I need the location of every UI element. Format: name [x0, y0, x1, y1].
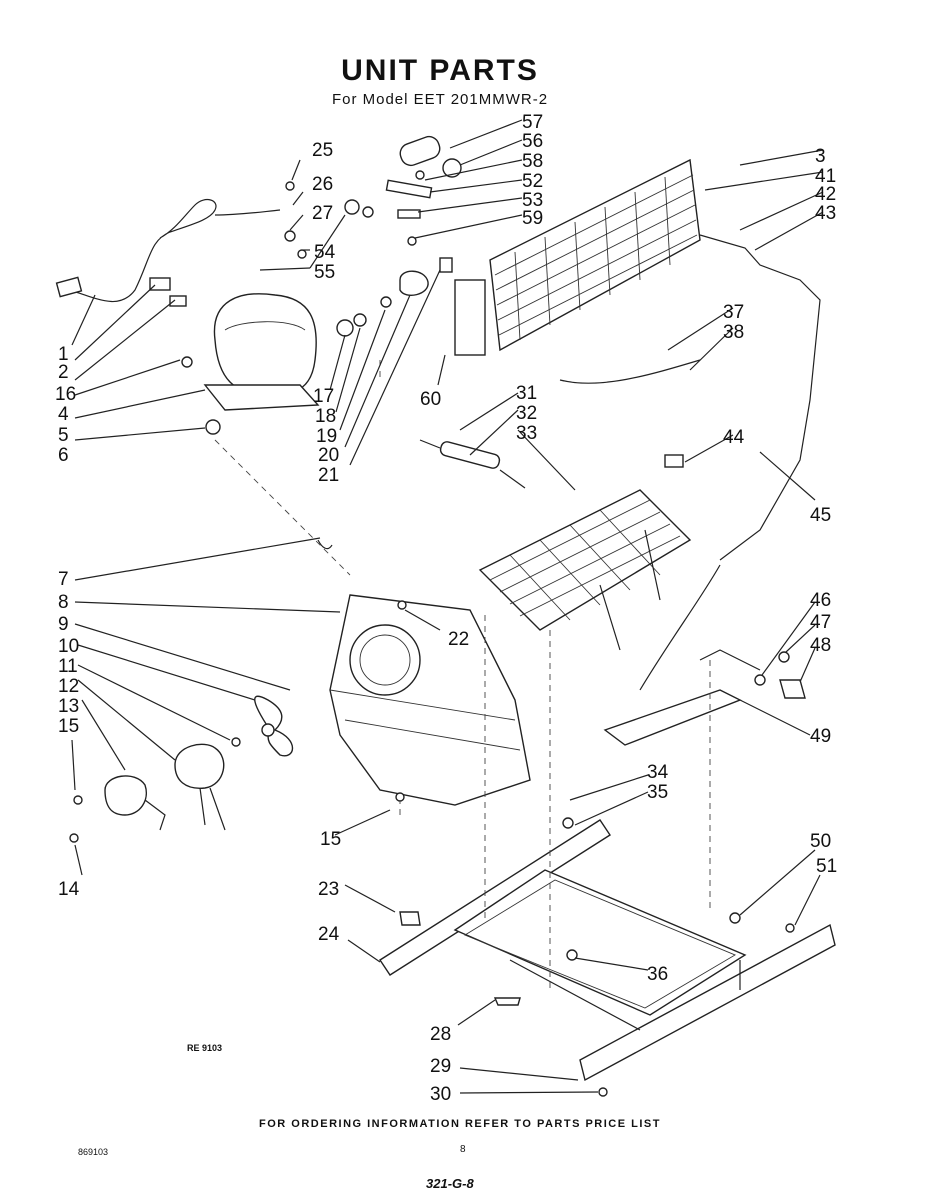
model-subtitle: For Model EET 201MMWR-2 [331, 91, 549, 108]
part-label-52: 52 [522, 171, 543, 192]
part-label-48: 48 [810, 635, 831, 656]
part-label-21: 21 [318, 465, 339, 486]
drawing-code: RE 9103 [187, 1043, 223, 1053]
part-label-32: 32 [516, 403, 537, 424]
part-label-34: 34 [647, 762, 669, 783]
part-label-4: 4 [58, 404, 69, 425]
part-label-47: 47 [810, 612, 831, 633]
part-label-10: 10 [58, 636, 79, 657]
part-label-59: 59 [522, 208, 543, 229]
part-label-50: 50 [810, 831, 831, 852]
part-label-26: 26 [312, 174, 333, 195]
part-label-16: 16 [55, 384, 76, 405]
ordering-note: FOR ORDERING INFORMATION REFER TO PARTS … [259, 1118, 661, 1130]
part-label-30: 30 [430, 1084, 451, 1105]
part-label-43: 43 [815, 203, 836, 224]
part-label-14: 14 [58, 879, 80, 900]
part-label-1: 1 [58, 344, 69, 365]
part-label-18: 18 [315, 406, 336, 427]
part-label-36: 36 [647, 964, 668, 985]
part-label-2: 2 [58, 362, 69, 383]
part-label-49: 49 [810, 726, 831, 747]
part-label-22: 22 [448, 629, 469, 650]
part-label-9: 9 [58, 614, 69, 635]
part-label-51: 51 [816, 856, 837, 877]
part-label-7: 7 [58, 569, 69, 590]
part-label-29: 29 [430, 1056, 451, 1077]
part-label-60: 60 [420, 389, 441, 410]
part-label-53: 53 [522, 190, 543, 211]
part-label-58: 58 [522, 151, 543, 172]
handwritten-note: 321-G-8 [426, 1176, 474, 1191]
page-number: 8 [460, 1144, 466, 1155]
part-label-8: 8 [58, 592, 69, 613]
part-label-15-plate: 15 [320, 829, 341, 850]
part-label-20: 20 [318, 445, 339, 466]
part-label-17: 17 [313, 386, 334, 407]
part-label-5: 5 [58, 425, 69, 446]
part-label-27: 27 [312, 203, 333, 224]
part-label-41: 41 [815, 166, 836, 187]
part-label-28: 28 [430, 1024, 451, 1045]
part-label-23: 23 [318, 879, 339, 900]
leader-lines [71, 119, 824, 1094]
part-label-31: 31 [516, 383, 537, 404]
part-label-42: 42 [815, 184, 836, 205]
part-label-38: 38 [723, 322, 744, 343]
part-label-35: 35 [647, 782, 668, 803]
document-number: 869103 [78, 1147, 109, 1157]
part-label-44: 44 [723, 427, 745, 448]
part-label-33: 33 [516, 423, 537, 444]
part-label-56: 56 [522, 131, 543, 152]
part-label-11: 11 [58, 656, 78, 677]
drawing-artwork [55, 135, 836, 1097]
part-label-12: 12 [58, 676, 79, 697]
part-label-6: 6 [58, 445, 69, 466]
part-label-54: 54 [314, 242, 336, 263]
part-label-46: 46 [810, 590, 831, 611]
part-label-13: 13 [58, 696, 79, 717]
part-label-57: 57 [522, 112, 543, 133]
part-label-19: 19 [316, 426, 337, 447]
page-title: UNIT PARTS [341, 54, 539, 87]
part-label-15-motor: 15 [58, 716, 79, 737]
part-label-55: 55 [314, 262, 335, 283]
part-labels: 1 2 3 4 5 6 7 8 9 10 11 12 13 14 15 15 1… [55, 112, 837, 1105]
part-label-25: 25 [312, 140, 333, 161]
part-label-37: 37 [723, 302, 744, 323]
part-label-45: 45 [810, 505, 831, 526]
part-label-24: 24 [318, 924, 340, 945]
part-label-3: 3 [815, 146, 826, 167]
